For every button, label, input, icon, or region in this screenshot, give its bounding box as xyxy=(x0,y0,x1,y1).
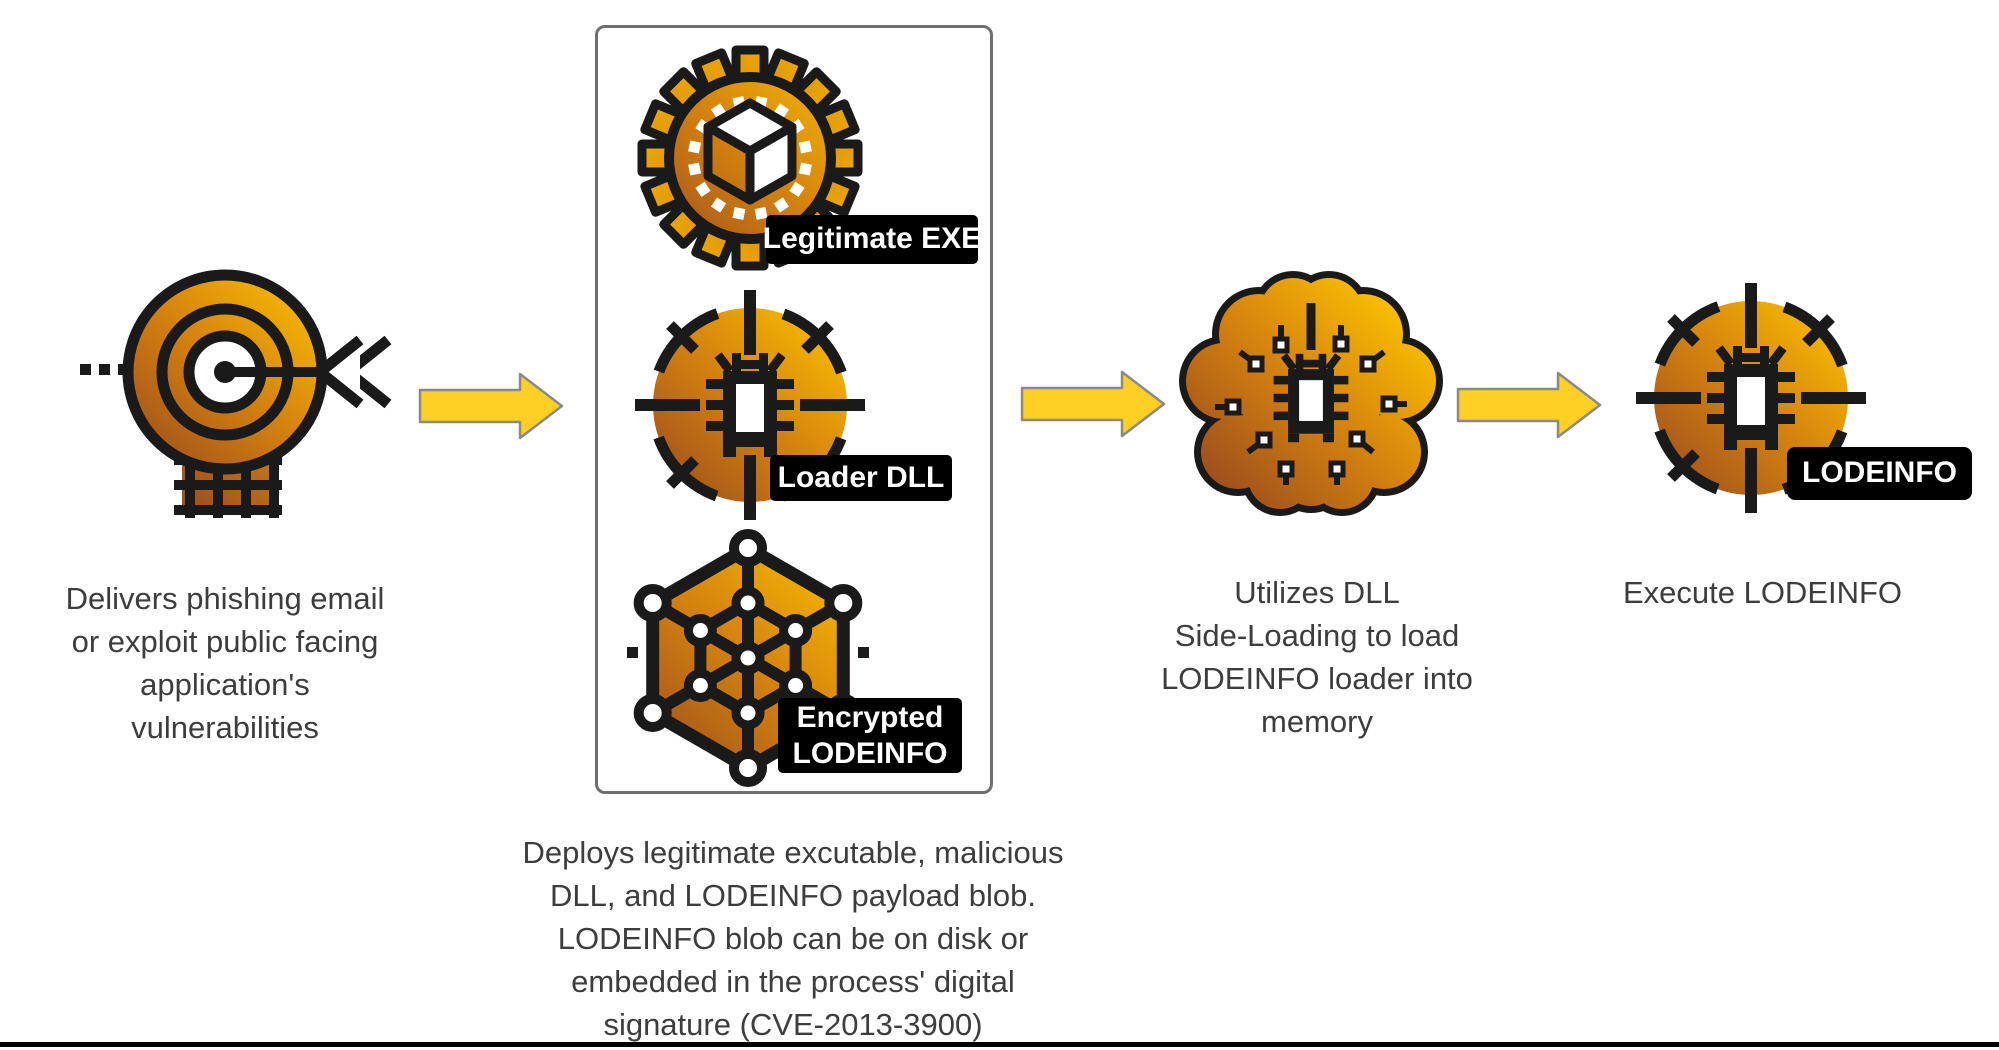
label-encrypted-line1: Encrypted xyxy=(796,700,944,734)
label-encrypted-lodeinfo: Encrypted LODEINFO xyxy=(778,698,962,773)
caption-line: application's xyxy=(140,667,310,702)
caption-step1-phishing: Delivers phishing email or exploit publi… xyxy=(18,577,432,749)
bottom-rule xyxy=(0,1042,1999,1047)
caption-line: DLL, and LODEINFO payload blob. xyxy=(550,878,1036,913)
label-legitimate-exe: Legitimate EXE xyxy=(763,215,981,264)
gear-executable-icon xyxy=(637,45,863,271)
caption-step4-execute: Execute LODEINFO xyxy=(1575,571,1950,614)
flow-arrow-2-icon xyxy=(1020,370,1166,438)
payload-group-box xyxy=(595,25,993,794)
label-loader-dll: Loader DLL xyxy=(770,455,952,501)
brain-memory-icon xyxy=(1179,271,1443,516)
caption-line: vulnerabilities xyxy=(131,710,319,745)
caption-line: Execute LODEINFO xyxy=(1622,575,1903,610)
label-encrypted-line2: LODEINFO xyxy=(792,736,948,770)
caption-line: Deploys legitimate excutable, malicious xyxy=(522,835,1064,870)
caption-line: embedded in the process' digital xyxy=(571,964,1015,999)
flow-arrow-1-icon xyxy=(418,372,564,440)
caption-line: or exploit public facing xyxy=(71,624,379,659)
caption-line: Side-Loading to load xyxy=(1174,618,1460,653)
caption-line: signature (CVE-2013-3900) xyxy=(603,1007,983,1042)
caption-line: LODEINFO blob can be on disk or xyxy=(557,921,1029,956)
phishing-target-icon xyxy=(122,269,392,518)
caption-step2-deploy: Deploys legitimate excutable, malicious … xyxy=(468,831,1118,1046)
caption-line: memory xyxy=(1261,704,1373,739)
caption-line: Delivers phishing email xyxy=(65,581,385,616)
flow-arrow-3-icon xyxy=(1456,371,1602,439)
label-lodeinfo: LODEINFO xyxy=(1787,447,1972,500)
caption-line: LODEINFO loader into xyxy=(1161,661,1473,696)
caption-line: Utilizes DLL xyxy=(1234,575,1400,610)
caption-step3-sideloading: Utilizes DLL Side-Loading to load LODEIN… xyxy=(1122,571,1512,743)
